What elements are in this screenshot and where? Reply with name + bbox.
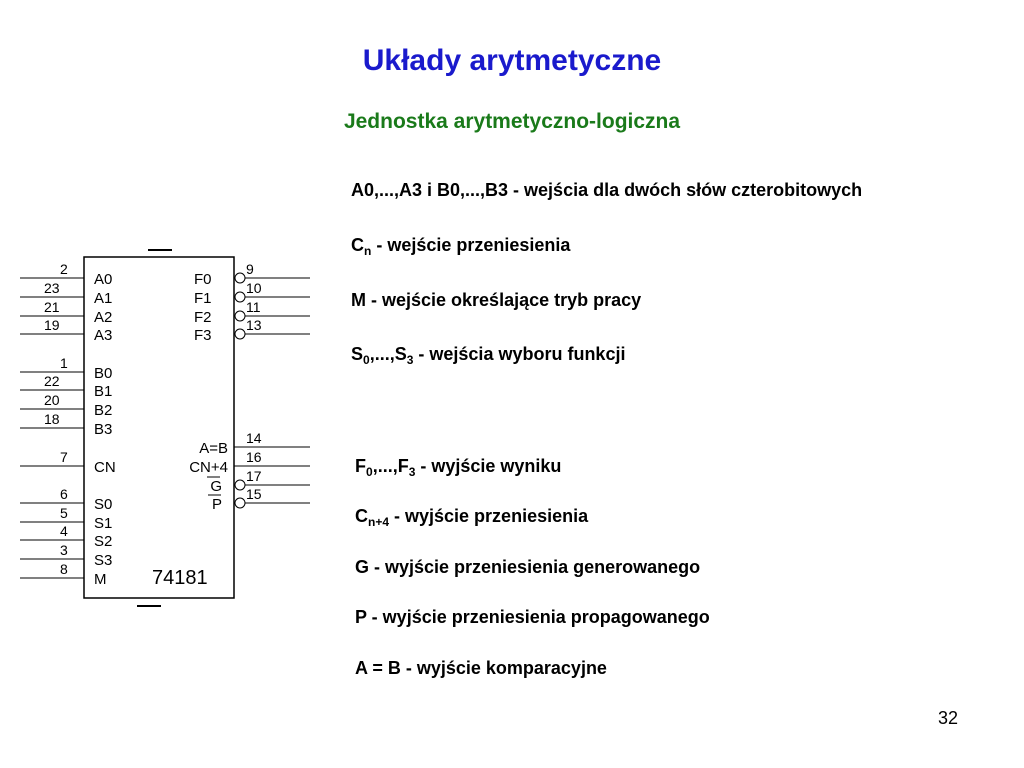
desc-s-b1: S: [351, 344, 364, 364]
pin-number: 1: [60, 355, 68, 371]
pin-label: CN+4: [189, 459, 228, 476]
pin-number: 3: [60, 542, 68, 558]
desc-f-text: - wyjście wyniku: [415, 456, 562, 476]
pin-number: 13: [246, 317, 262, 333]
left-pin-b3: 18 B3: [20, 411, 112, 438]
slide-subtitle: Jednostka arytmetyczno-logiczna: [343, 110, 681, 133]
pin-number: 20: [44, 392, 60, 408]
pin-label: S0: [94, 496, 112, 513]
desc-cn4: Cn+4 - wyjście przeniesienia: [355, 506, 589, 529]
desc-cn-base: C: [351, 235, 364, 255]
pin-label: S2: [94, 533, 112, 550]
left-pin-b2: 20 B2: [20, 392, 112, 419]
pin-number: 11: [246, 299, 261, 315]
desc-f-b1: F: [355, 456, 366, 476]
pin-label: M: [94, 571, 107, 588]
desc-g: G - wyjście przeniesienia generowanego: [355, 557, 701, 577]
pin-number: 9: [246, 261, 254, 277]
desc-cn4-base: C: [355, 506, 368, 526]
pin-label: A0: [94, 271, 112, 288]
pin-number: 15: [246, 486, 262, 502]
pin-label: F3: [194, 327, 212, 344]
page-number: 32: [938, 708, 959, 728]
pin-label: A=B: [199, 440, 228, 457]
pin-label: A1: [94, 290, 112, 307]
pin-number: 7: [60, 449, 68, 465]
desc-f-s2: 3: [408, 465, 416, 479]
pin-number: 16: [246, 449, 262, 465]
right-pin-cn4: 16 CN+4: [189, 449, 310, 476]
pin-label: B1: [94, 383, 112, 400]
pin-label: G: [210, 478, 222, 495]
left-pin-b0: 1 B0: [20, 355, 112, 382]
pin-label: F2: [194, 309, 212, 326]
right-pin-f2: 11 F2: [194, 299, 310, 326]
desc-aeqb: A = B - wyjście komparacyjne: [355, 658, 607, 678]
desc-s-s2: 3: [406, 353, 414, 367]
left-pin-a3: 19 A3: [20, 317, 112, 344]
pin-label: S3: [94, 552, 112, 569]
pin-number: 14: [246, 430, 262, 446]
pin-label: S1: [94, 515, 112, 532]
pin-number: 21: [44, 299, 60, 315]
left-pin-a2: 21 A2: [20, 299, 112, 326]
desc-cn: Cn - wejście przeniesienia: [351, 235, 571, 258]
desc-cn4-sub: n+4: [368, 515, 390, 529]
left-pin-s3: 3 S3: [20, 542, 112, 569]
desc-m: M - wejście określające tryb pracy: [351, 290, 642, 310]
left-pin-cn: 7 CN: [20, 449, 116, 476]
desc-p: P - wyjście przeniesienia propagowanego: [355, 607, 710, 627]
desc-cn-sub: n: [364, 244, 372, 258]
pin-number: 10: [246, 280, 262, 296]
pin-label: CN: [94, 459, 116, 476]
desc-f-mid: ,...,F: [372, 456, 409, 476]
right-pin-g: 17 G: [207, 468, 310, 495]
pin-number: 23: [44, 280, 60, 296]
pin-label: F1: [194, 290, 212, 307]
right-pin-f0: 9 F0: [194, 261, 310, 288]
left-pin-a1: 23 A1: [20, 280, 112, 307]
slide-title: Układy arytmetyczne: [362, 44, 662, 77]
left-pin-s0: 6 S0: [20, 486, 112, 513]
pin-label: B2: [94, 402, 112, 419]
desc-s-mid: ,...,S: [369, 344, 407, 364]
pin-number: 5: [60, 505, 68, 521]
pin-number: 6: [60, 486, 68, 502]
pin-number: 17: [246, 468, 262, 484]
desc-inputs-ab: A0,...,A3 i B0,...,B3 - wejścia dla dwóc…: [351, 180, 863, 200]
pin-number: 2: [60, 261, 68, 277]
pin-number: 4: [60, 523, 68, 539]
desc-cn-text: - wejście przeniesienia: [371, 235, 571, 255]
desc-s: S0,...,S3 - wejścia wyboru funkcji: [351, 344, 626, 367]
right-pin-p: 15 P: [208, 486, 310, 513]
left-pin-b1: 22 B1: [20, 373, 112, 400]
desc-f: F0,...,F3 - wyjście wyniku: [355, 456, 562, 479]
desc-cn4-text: - wyjście przeniesienia: [389, 506, 589, 526]
desc-s-s1: 0: [363, 353, 370, 367]
left-pin-s2: 4 S2: [20, 523, 112, 550]
pin-label: A2: [94, 309, 112, 326]
pin-label: B3: [94, 421, 112, 438]
pin-label: A3: [94, 327, 112, 344]
chip-74181-diagram: 2 A0 23 A1 21 A2 19 A3 1 B0 22 B1 20 B2 …: [20, 249, 310, 607]
pin-number: 22: [44, 373, 60, 389]
desc-f-s1: 0: [366, 465, 373, 479]
chip-part-number: 74181: [152, 567, 208, 589]
left-pin-m: 8 M: [20, 561, 107, 588]
pin-label: F0: [194, 271, 212, 288]
left-pin-a0: 2 A0: [20, 261, 112, 288]
right-pin-f3: 13 F3: [194, 317, 310, 344]
pin-label: B0: [94, 365, 112, 382]
right-pin-a-eq-b: 14 A=B: [199, 430, 310, 457]
desc-s-text: - wejścia wyboru funkcji: [413, 344, 626, 364]
pin-label: P: [212, 496, 222, 513]
pin-number: 18: [44, 411, 60, 427]
right-pin-f1: 10 F1: [194, 280, 310, 307]
pin-number: 8: [60, 561, 68, 577]
left-pin-s1: 5 S1: [20, 505, 112, 532]
pin-number: 19: [44, 317, 60, 333]
